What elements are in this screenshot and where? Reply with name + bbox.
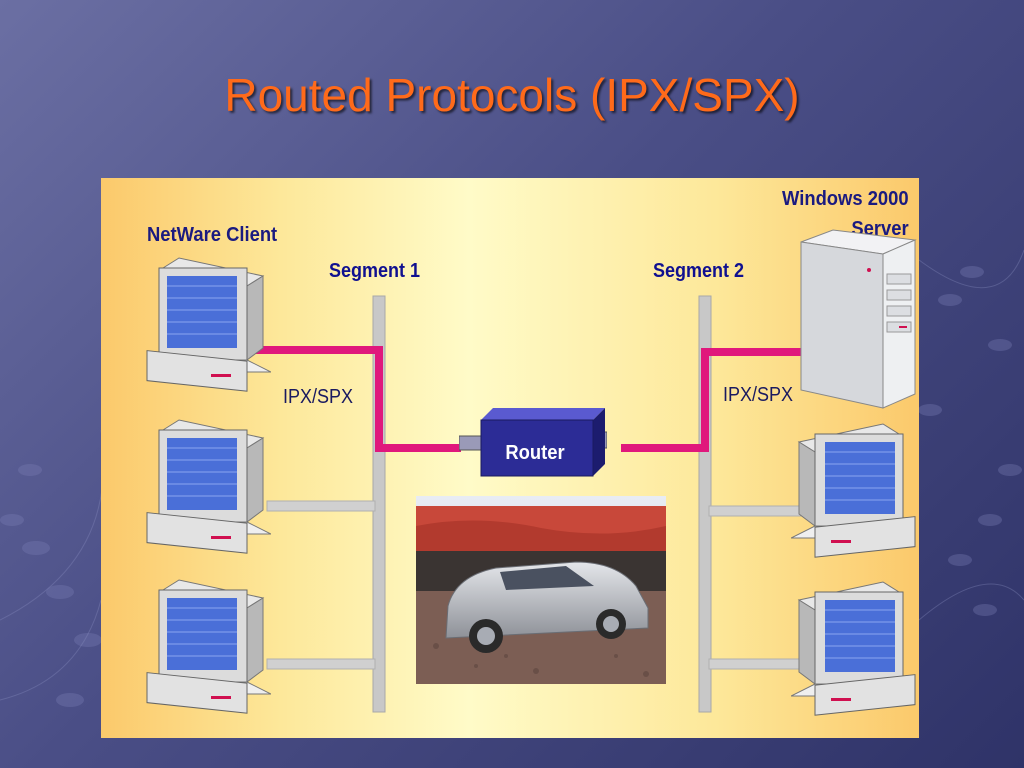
client-computer-icon	[146, 419, 271, 554]
client-computer-icon	[146, 579, 271, 714]
netware-client-computer-icon	[146, 257, 271, 392]
netware-client-label: NetWare Client	[147, 224, 278, 246]
router-port-left	[459, 435, 482, 451]
segment2-label: Segment 2	[653, 260, 745, 282]
tower-server-icon	[800, 229, 917, 409]
car-photo	[416, 496, 666, 684]
client2-drop	[266, 500, 376, 512]
client-computer-icon	[791, 423, 916, 558]
slide-title: Routed Protocols (IPX/SPX)	[224, 69, 800, 121]
client3-drop	[266, 658, 376, 670]
link-client-router	[251, 346, 461, 452]
protocol-label-right: IPX/SPX	[723, 384, 794, 406]
router-icon	[459, 408, 607, 477]
router-label: Router	[505, 442, 565, 464]
network-diagram: NetWare Client Windows 2000 Server Segme…	[101, 178, 919, 738]
server-label-line1: Windows 2000	[782, 188, 909, 210]
protocol-label-left: IPX/SPX	[283, 386, 354, 408]
client-computer-icon	[791, 581, 916, 716]
segment1-label: Segment 1	[329, 260, 421, 282]
wiring	[251, 295, 810, 713]
link-router-server	[621, 348, 801, 452]
